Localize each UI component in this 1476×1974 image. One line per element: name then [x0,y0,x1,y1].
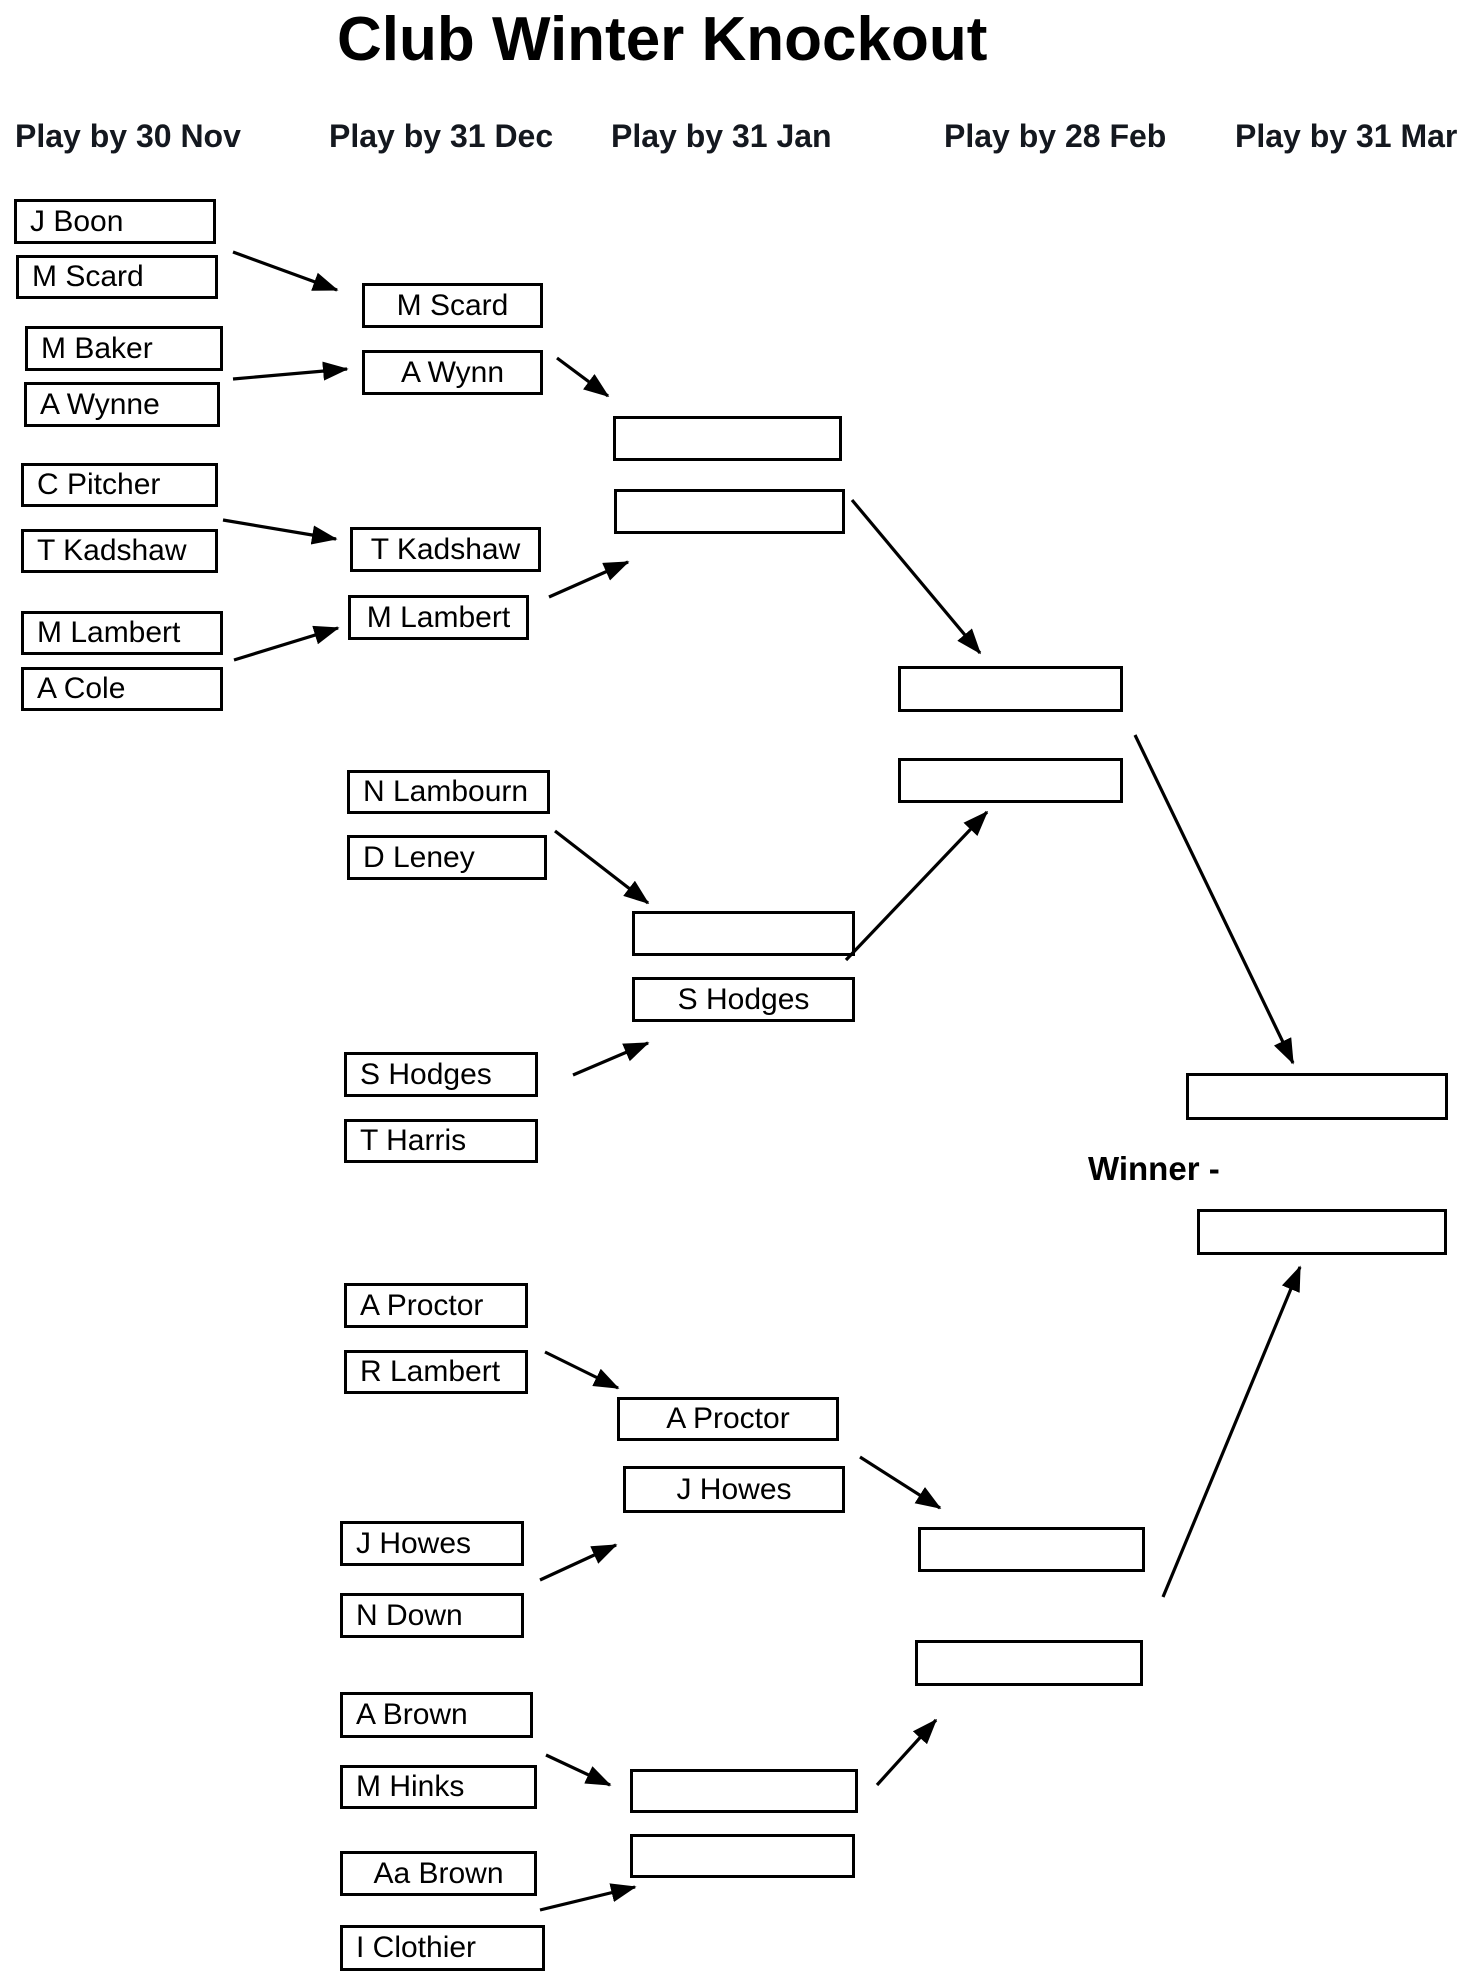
arrow-r2-j-howes-to-r3-j-howes [539,1543,618,1582]
arrow-r4-slot-1-to-final-slot [1133,734,1295,1065]
column-header-2: Play by 31 Dec [329,118,554,154]
bracket-box-r2-s-hodges: S Hodges [344,1052,538,1097]
column-header-4: Play by 28 Feb [944,118,1167,154]
arrow-r1-c-pitcher-to-r2-t-kadshaw [222,518,338,545]
bracket-box-r3-j-howes: J Howes [623,1466,845,1513]
bracket-box-r2-m-lambert: M Lambert [348,595,529,640]
bracket-box-r4-slot-1 [898,666,1123,712]
column-header-5: Play by 31 Mar [1235,118,1458,154]
bracket-box-winner-slot [1197,1209,1447,1255]
bracket-box-r4-slot-4 [915,1640,1143,1686]
arrow-r3-slot-4-to-r4-slot-4 [875,1718,938,1787]
arrow-r3-j-howes-to-r4-slot-3 [859,1455,942,1510]
arrow-r3-s-hodges-to-r4-slot-2 [844,810,989,962]
arrow-r3-slot-2-to-r4-slot-1 [850,498,982,655]
bracket-box-r4-slot-2 [898,758,1123,803]
bracket-box-r4-slot-3 [918,1527,1145,1572]
winner-label: Winner - [1088,1150,1220,1187]
column-header-1: Play by 30 Nov [15,118,241,154]
bracket-box-r2-m-scard: M Scard [362,283,543,328]
arrow-r2-aa-brown-to-r3-slot-5 [539,1883,637,1912]
arrow-r2-n-lambourn-to-r3-slot-3 [554,829,650,905]
arrow-r2-r-lambert-to-r3-a-proctor [544,1350,620,1390]
bracket-box-r2-t-kadshaw: T Kadshaw [350,527,541,572]
bracket-box-r2-j-howes: J Howes [340,1521,524,1566]
bracket-box-r3-a-proctor: A Proctor [617,1397,839,1441]
bracket-box-r1-t-kadshaw: T Kadshaw [21,529,218,573]
bracket-box-final-slot [1186,1073,1448,1120]
arrow-r2-m-lambert-to-r3-slot-2 [548,560,630,599]
bracket-box-r2-a-proctor: A Proctor [344,1283,528,1328]
arrow-r1-m-baker-to-r2-a-wynn [232,361,349,381]
arrow-r2-m-hinks-to-r3-slot-4 [545,1753,612,1787]
bracket-box-r1-j-boon: J Boon [14,199,216,244]
bracket-box-r3-slot-2 [614,489,845,534]
arrow-r1-m-scard-to-r2-m-scard [232,250,339,292]
bracket-box-r1-m-baker: M Baker [25,326,223,371]
bracket-box-r2-a-wynn: A Wynn [362,350,543,395]
bracket-box-r2-d-leney: D Leney [347,835,547,880]
arrow-r2-a-wynn-to-r3-slot-1 [556,356,610,398]
page-title: Club Winter Knockout [337,5,988,74]
bracket-box-r2-n-down: N Down [340,1593,524,1638]
bracket-box-r3-slot-3 [632,911,855,956]
bracket-box-r2-a-brown: A Brown [340,1692,533,1738]
arrow-r2-s-hodges-to-r3-s-hodges [572,1041,650,1077]
column-header-3: Play by 31 Jan [611,118,832,154]
bracket-box-r2-t-harris: T Harris [344,1119,538,1163]
bracket-box-r1-m-scard: M Scard [16,255,218,299]
bracket-box-r1-a-cole: A Cole [21,667,223,711]
bracket-box-r3-slot-4 [630,1769,858,1813]
bracket-box-r3-slot-5 [630,1834,855,1878]
arrow-r1-a-cole-to-r2-m-lambert [233,625,340,662]
bracket-box-r2-aa-brown: Aa Brown [340,1851,537,1896]
bracket-box-r2-n-lambourn: N Lambourn [347,770,550,814]
bracket-box-r3-slot-1 [613,416,842,461]
bracket-box-r2-r-lambert: R Lambert [344,1350,528,1394]
bracket-box-r1-m-lambert: M Lambert [21,611,223,655]
bracket-box-r2-i-clothier: I Clothier [340,1925,545,1971]
bracket-box-r1-a-wynne: A Wynne [24,382,220,427]
bracket-box-r2-m-hinks: M Hinks [340,1765,537,1809]
bracket-box-r3-s-hodges: S Hodges [632,977,855,1022]
arrow-r4-slot-3-to-winner-slot [1161,1265,1302,1598]
bracket-box-r1-c-pitcher: C Pitcher [21,463,218,507]
